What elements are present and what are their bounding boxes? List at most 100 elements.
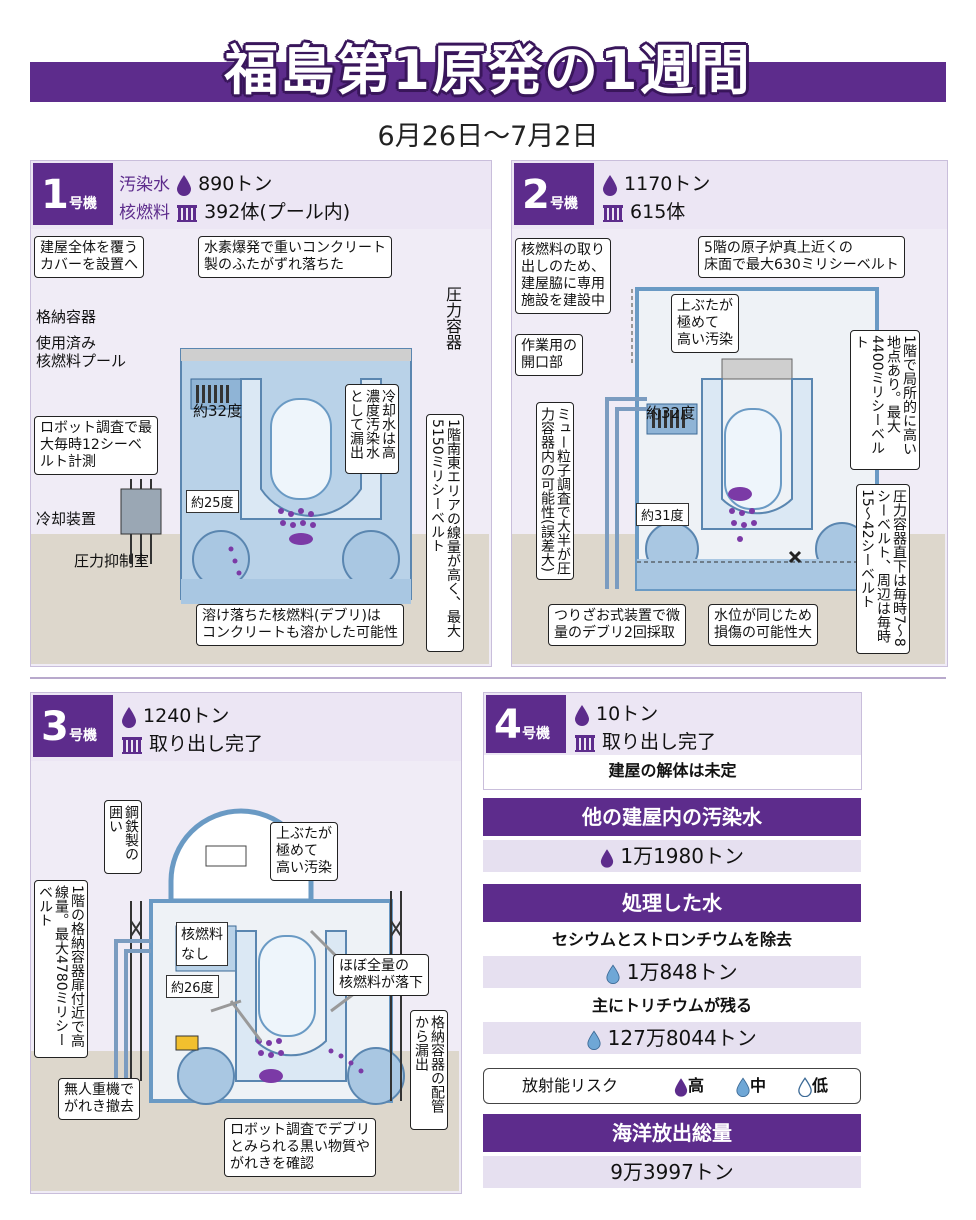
cesium-value: 1万848トン bbox=[626, 960, 738, 984]
unit1-label-pressure-vessel: 圧力容器 bbox=[443, 286, 462, 350]
section-divider bbox=[30, 677, 946, 679]
unit2-temp-vessel: 約31度 bbox=[636, 503, 689, 526]
unit1-suffix: 号機 bbox=[69, 196, 97, 212]
unit3-callout-lid: 上ぶたが 極めて 高い汚染 bbox=[270, 822, 338, 881]
unit2-badge: 2 号機 bbox=[514, 163, 594, 225]
unit3-temp-vessel: 約26度 bbox=[166, 975, 219, 998]
unit2-temp-pool: 約32度 bbox=[646, 404, 696, 422]
unit3-callout-no-fuel: 核燃料 なし bbox=[176, 922, 228, 966]
other-buildings-value: 1万1980トン bbox=[620, 844, 744, 868]
unit1-callout-cover: 建屋全体を覆う カバーを設置へ bbox=[34, 236, 144, 278]
fuel-rods-icon bbox=[177, 204, 198, 222]
unit1-fuel-label: 核燃料 bbox=[119, 203, 170, 223]
unit2-callout-lid: 上ぶたが 極めて 高い汚染 bbox=[671, 294, 739, 353]
unit1-callout-leak: 冷却水は高濃度汚染水として漏出 bbox=[345, 384, 399, 474]
title-bar bbox=[30, 62, 946, 102]
unit1-label-containment: 格納容器 bbox=[36, 308, 97, 326]
other-buildings-header: 他の建屋内の汚染水 bbox=[483, 798, 861, 836]
unit3-callout-robot: ロボット調査でデブリ とみられる黒い物質や がれきを確認 bbox=[224, 1118, 376, 1177]
unit2-callout-opening: 作業用の 開口部 bbox=[515, 334, 583, 376]
unit1-water-label: 汚染水 bbox=[119, 175, 170, 195]
unit2-water-value: 1170トン bbox=[624, 173, 711, 195]
risk-high-label: 高 bbox=[688, 1076, 705, 1095]
unit4-fuel-line: 取り出し完了 bbox=[574, 727, 716, 754]
risk-legend: 放射能リスク 高 中 低 bbox=[483, 1068, 861, 1104]
fuel-rods-icon bbox=[575, 734, 595, 752]
unit1-callout-lid: 水素爆発で重いコンクリート 製のふたがずれ落ちた bbox=[198, 236, 392, 278]
unit2-callout-floor: 5階の原子炉真上近くの 床面で最大630ミリシーベルト bbox=[698, 236, 905, 278]
risk-low-label: 低 bbox=[812, 1076, 829, 1095]
unit1-badge: 1 号機 bbox=[33, 163, 113, 225]
tritium-label: 主にトリチウムが残る bbox=[483, 992, 861, 1020]
drop-icon-low bbox=[798, 1076, 812, 1097]
unit1-label-cooling: 冷却装置 bbox=[36, 510, 97, 528]
unit4-water-line: 10トン bbox=[574, 699, 658, 726]
unit1-number: 1 bbox=[41, 172, 69, 218]
unit3-badge: 3 号機 bbox=[33, 695, 113, 757]
unit3-fuel-value: 取り出し完了 bbox=[149, 733, 264, 755]
ocean-release-value: 9万3997トン bbox=[483, 1156, 861, 1188]
risk-low-item: 低 bbox=[798, 1069, 828, 1103]
drop-icon-mid bbox=[587, 1029, 601, 1050]
unit3-water-line: 1240トン bbox=[121, 701, 229, 728]
drop-icon-high bbox=[122, 706, 136, 728]
unit2-callout-below-vessel: 圧力容器直下は毎時7～8シーベルト、周辺は毎時15～42シーベルト bbox=[856, 484, 910, 654]
drop-icon-high bbox=[600, 848, 614, 868]
unit1-fuel-line: 核燃料 392体(プール内) bbox=[119, 197, 350, 224]
unit4-note: 建屋の解体は未定 bbox=[608, 761, 737, 780]
unit2-water-line: 1170トン bbox=[602, 169, 710, 196]
drop-icon-high bbox=[177, 174, 192, 196]
unit4-water-value: 10トン bbox=[596, 703, 659, 725]
unit1-callout-robot: ロボット調査で最 大毎時12シーベ ルト計測 bbox=[34, 416, 158, 475]
other-buildings-value-row: 1万1980トン bbox=[483, 840, 861, 872]
unit3-callout-steel: 鋼鉄製の囲い bbox=[104, 800, 142, 874]
unit2-number: 2 bbox=[522, 172, 550, 218]
unit3-suffix: 号機 bbox=[69, 728, 97, 744]
unit1-label-pool: 使用済み 核燃料プール bbox=[36, 334, 127, 370]
risk-mid-label: 中 bbox=[750, 1076, 767, 1095]
unit2-callout-local-high: 1階で局所的に高い地点あり。最大4400ミリシーベルト bbox=[850, 330, 920, 470]
cesium-label: セシウムとストロンチウムを除去 bbox=[483, 926, 861, 954]
page-title: 福島第1原発の1週間 bbox=[224, 39, 752, 102]
unit3-fuel-line: 取り出し完了 bbox=[121, 729, 263, 756]
risk-legend-label: 放射能リスク bbox=[522, 1076, 619, 1095]
unit4-number: 4 bbox=[494, 702, 522, 748]
unit3-callout-fell: ほぼ全量の 核燃料が落下 bbox=[333, 954, 429, 996]
unit4-panel: 4 号機 10トン 取り出し完了 建屋の解体は未定 bbox=[483, 692, 862, 790]
drop-icon-high bbox=[575, 704, 589, 726]
risk-high-item: 高 bbox=[674, 1069, 704, 1103]
unit4-fuel-value: 取り出し完了 bbox=[602, 731, 717, 753]
drop-icon-mid bbox=[606, 963, 620, 984]
unit1-fuel-value: 392体(プール内) bbox=[204, 201, 351, 223]
date-range: 6月26日～7月2日 bbox=[377, 121, 599, 152]
unit2-callout-muon: ミュー粒子調査で大半が圧力容器内の可能性(誤差大) bbox=[536, 402, 574, 580]
unit2-fuel-line: 615体 bbox=[602, 197, 685, 224]
cesium-value-row: 1万848トン bbox=[483, 956, 861, 988]
unit1-callout-debris: 溶け落ちた核燃料(デブリ)は コンクリートも溶かした可能性 bbox=[196, 604, 404, 646]
tritium-value: 127万8044トン bbox=[607, 1026, 757, 1050]
unit3-number: 3 bbox=[41, 704, 69, 750]
unit2-callout-water-level: 水位が同じため 損傷の可能性大 bbox=[708, 604, 818, 646]
ocean-release-header: 海洋放出総量 bbox=[483, 1114, 861, 1152]
tritium-value-row: 127万8044トン bbox=[483, 1022, 861, 1054]
drop-icon-high bbox=[674, 1077, 688, 1097]
unit1-callout-radiation: 1階南東エリアの線量が高く、最大5150ミリシーベルト bbox=[426, 414, 464, 652]
drop-icon-mid bbox=[736, 1076, 750, 1097]
unit1-water-value: 890トン bbox=[198, 173, 273, 195]
drop-icon-high bbox=[603, 174, 617, 196]
unit4-badge: 4 号機 bbox=[486, 695, 566, 753]
unit1-label-suppression: 圧力抑制室 bbox=[74, 552, 150, 570]
unit2-callout-sampling: つりざお式装置で微 量のデブリ2回採取 bbox=[548, 604, 686, 646]
unit4-suffix: 号機 bbox=[522, 726, 550, 742]
unit2-callout-removal: 核燃料の取り 出しのため、 建屋脇に専用 施設を建設中 bbox=[515, 238, 611, 314]
unit1-temp-pool: 約32度 bbox=[193, 402, 243, 420]
fuel-rods-icon bbox=[122, 736, 142, 754]
fuel-rods-icon bbox=[603, 204, 623, 222]
unit3-callout-machine: 無人重機で がれき撤去 bbox=[58, 1078, 140, 1120]
unit3-callout-door: 1階の格納容器扉付近で高線量。最大4780ミリシーベルト bbox=[34, 880, 88, 1058]
treated-water-header: 処理した水 bbox=[483, 884, 861, 922]
unit3-callout-pipe-leak: 格納容器の配管から漏出 bbox=[410, 1010, 448, 1130]
risk-mid-item: 中 bbox=[736, 1069, 766, 1103]
unit2-fuel-value: 615体 bbox=[630, 201, 686, 223]
unit3-water-value: 1240トン bbox=[143, 705, 230, 727]
